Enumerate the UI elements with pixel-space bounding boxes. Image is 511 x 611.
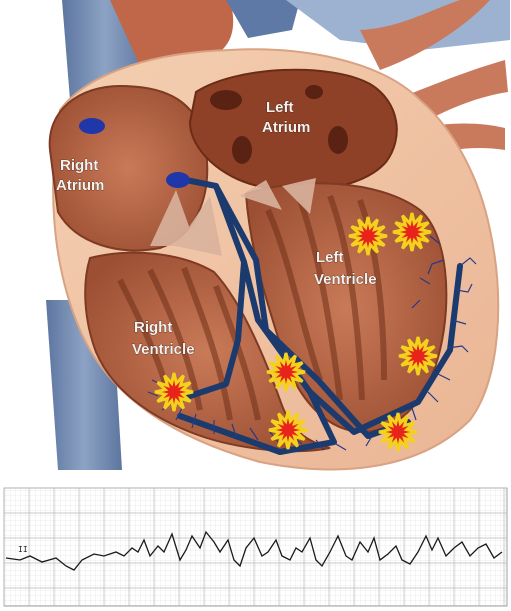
ecg-lead-label: II: [18, 545, 28, 554]
left-atrium-label-line2: Atrium: [262, 119, 310, 136]
ecg-strip: II: [4, 488, 507, 606]
left-atrium-label-line1: Left: [266, 99, 294, 116]
right-atrium-label-line2: Atrium: [56, 177, 104, 194]
sa-node: [79, 118, 105, 134]
right-atrium-label-line1: Right: [60, 157, 98, 174]
right-ventricle-label-line2: Ventricle: [132, 341, 195, 358]
left-ventricle-label-line2: Ventricle: [314, 271, 377, 288]
left-ventricle-label-line1: Left: [316, 249, 344, 266]
av-node: [166, 172, 190, 188]
right-ventricle-label-line1: Right: [134, 319, 172, 336]
